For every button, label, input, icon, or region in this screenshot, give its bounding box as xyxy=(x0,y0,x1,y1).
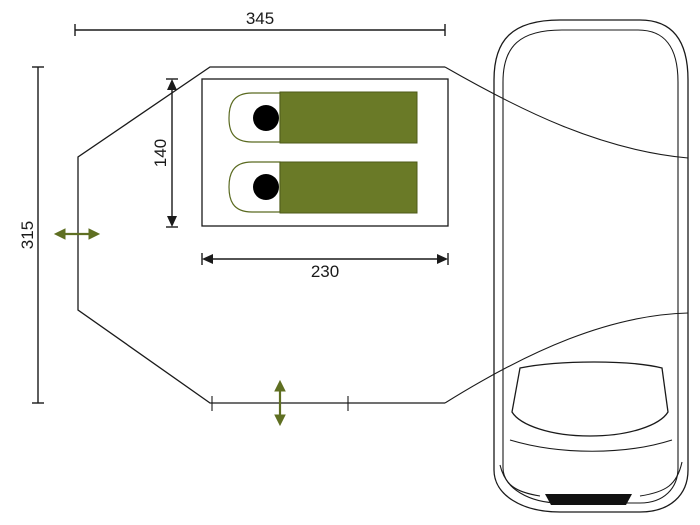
width-dimension: 345 xyxy=(74,9,446,36)
headlight-left xyxy=(499,464,541,497)
person-head-icon xyxy=(253,174,279,200)
bedroom-width-dimension: 230 xyxy=(201,253,449,281)
inner-bedroom xyxy=(201,78,449,227)
double-arrow-vertical-icon xyxy=(274,379,286,427)
headlight-right xyxy=(639,461,683,497)
sleeping-place-1 xyxy=(228,91,418,144)
van-icon xyxy=(493,19,689,513)
windscreen xyxy=(511,361,669,437)
double-arrow-horizontal-icon xyxy=(53,228,101,240)
sleeping-place-2 xyxy=(228,161,418,214)
awning-connector-top xyxy=(444,66,689,159)
person-head-icon xyxy=(253,105,279,131)
sleeping-mat xyxy=(279,91,418,144)
awning-connector-bottom xyxy=(444,312,689,404)
sleeping-mat xyxy=(279,161,418,214)
front-grille xyxy=(545,494,632,505)
depth-dimension-label: 315 xyxy=(18,221,37,249)
bedroom-depth-label: 140 xyxy=(151,139,170,167)
depth-dimension: 315 xyxy=(18,66,44,404)
width-dimension-label: 345 xyxy=(246,9,274,28)
bedroom-width-label: 230 xyxy=(311,262,339,281)
bedroom-depth-dimension: 140 xyxy=(151,78,178,228)
